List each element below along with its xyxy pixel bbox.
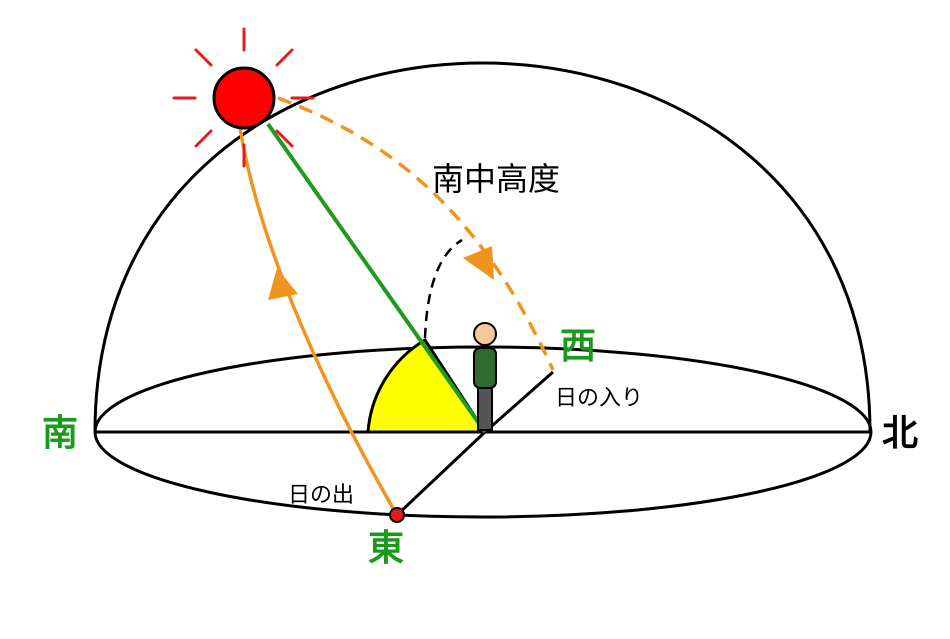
south-label: 南: [42, 413, 78, 454]
sun: [212, 66, 276, 130]
setting-arrowhead: [463, 246, 494, 280]
sunrise-point: [389, 507, 405, 523]
sky-dome: [93, 61, 872, 433]
sunrise-label: 日の出: [288, 483, 354, 508]
east-line: [395, 430, 487, 517]
sun-setting-path: [277, 96, 555, 371]
culmination-altitude-label: 南中高度: [432, 160, 560, 198]
observer-person: [473, 322, 497, 431]
west-line: [484, 370, 554, 434]
sun-rising-path: [238, 127, 399, 516]
altitude-angle-wedge: [366, 337, 488, 434]
zenith-dashed-arc: [423, 238, 463, 339]
rising-arrowhead: [268, 268, 298, 300]
sun-ray-line: [266, 122, 487, 434]
east-label: 東: [368, 528, 404, 569]
sunset-label: 日の入り: [555, 386, 643, 411]
north-label: 北: [882, 413, 918, 454]
sun-rays: [172, 27, 315, 168]
west-label: 西: [560, 326, 596, 367]
